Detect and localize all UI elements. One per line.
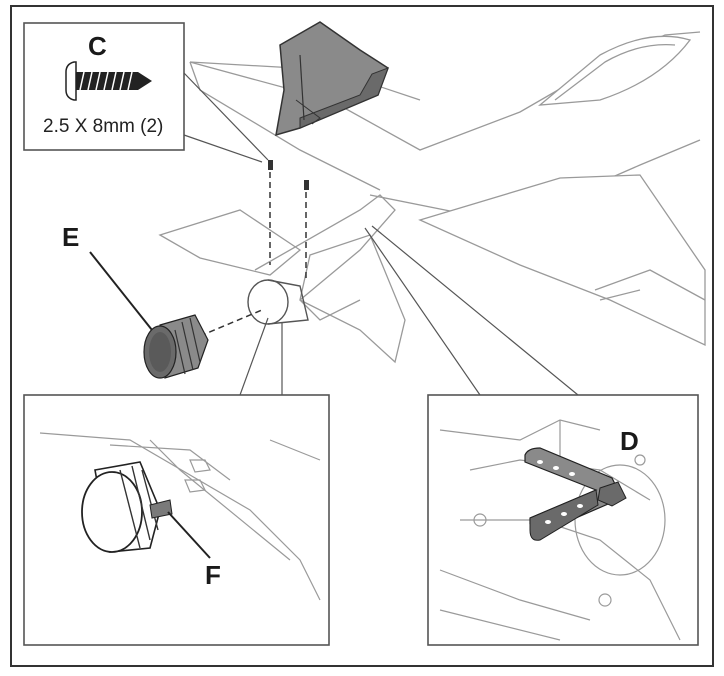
callout-c-spec: 2.5 X 8mm (2)	[43, 116, 164, 137]
horizontal-stabilizer-right	[299, 234, 406, 364]
screw-icon	[65, 61, 152, 101]
callout-c-label: C	[88, 31, 107, 61]
callout-e-label: E	[62, 222, 80, 252]
canopy	[538, 35, 692, 106]
diagram-frame	[10, 5, 714, 667]
screw-left	[268, 160, 273, 265]
aircraft-outline	[158, 31, 706, 364]
servo-arm-part	[524, 447, 627, 541]
callout-c	[23, 22, 269, 163]
inset-f-leader-left	[239, 317, 269, 396]
screw-right	[304, 180, 309, 280]
callout-c-leader	[183, 72, 269, 161]
inset-d-leader-right	[371, 225, 579, 396]
callout-d-label: D	[620, 426, 639, 456]
inset-f	[23, 394, 330, 646]
vertical-fin-part	[275, 21, 389, 137]
inset-d-leader-left	[364, 227, 481, 396]
main-wing	[418, 174, 706, 347]
alignment-tab	[149, 499, 173, 519]
inset-d	[427, 394, 699, 646]
spinner-part	[143, 309, 263, 379]
callout-f-label: F	[205, 560, 221, 590]
fin-screws	[268, 160, 309, 280]
tail-cone	[247, 279, 309, 325]
spinner-closeup	[81, 461, 161, 553]
callout-e-leader	[89, 251, 153, 331]
callout-f-leader	[167, 511, 211, 559]
horizontal-stabilizer-left	[158, 209, 302, 276]
